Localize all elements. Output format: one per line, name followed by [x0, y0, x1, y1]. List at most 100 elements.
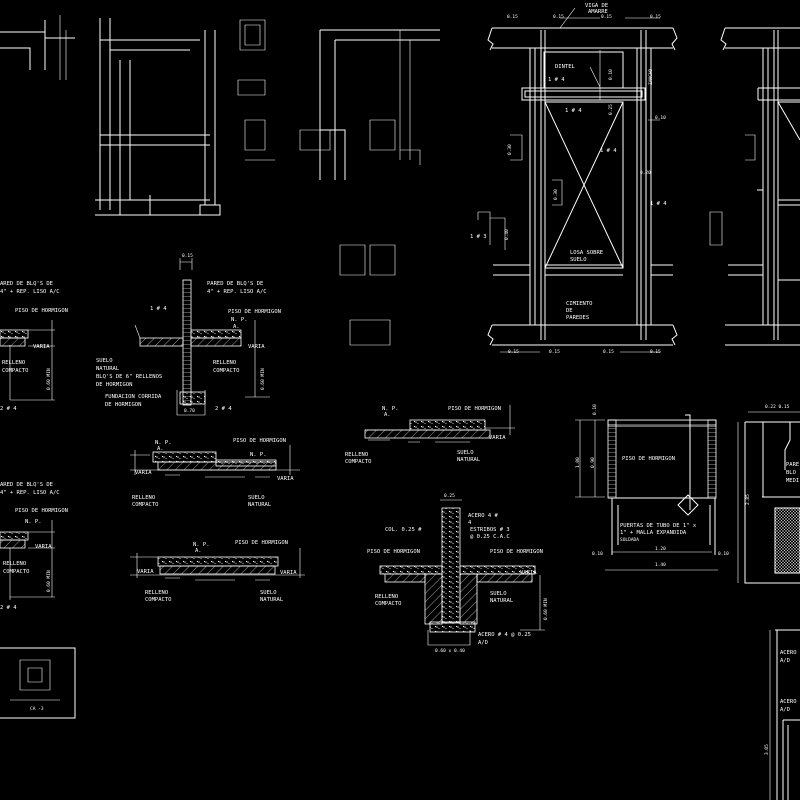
dim-depth: 0.60 MIN [543, 598, 549, 620]
label-bar-3: 1 # 4 [600, 148, 617, 154]
label-np: N. P. [193, 542, 210, 548]
label-compacto: COMPACTO [345, 459, 372, 465]
label-cimiento-3: PAREDES [566, 315, 589, 321]
label-natural: NATURAL [248, 502, 272, 508]
label-acero-2-ad: A/D [780, 707, 790, 713]
label-viga-de: VIGA DE [585, 3, 608, 9]
column-detail-labels: 0.25 ACERO 4 # 4 COL. 0.25 # ESTRIBOS # … [367, 493, 549, 654]
column-detail [379, 499, 545, 646]
label-acero-base: ACERO # 4 @ 0.25 [478, 632, 531, 638]
dim: 0.15 [650, 14, 661, 20]
label-bar-2: 1 # 4 [565, 108, 582, 114]
dim-outer: 1.40 [655, 562, 666, 568]
dim-height: 3.05 [764, 744, 770, 755]
label-varia-right: VARIA [277, 476, 294, 482]
dim-top: 0.10 [592, 404, 598, 415]
label-bars: 2 # 4 [0, 605, 17, 611]
label-np-a: A. [233, 324, 240, 330]
label-puertas-2: 1" + MALLA EXPANDIDA [620, 530, 687, 536]
label-amarre: AMARRE [588, 9, 608, 15]
label-varia: VARIA [248, 344, 265, 350]
label-acero-1: ACERO [780, 650, 797, 656]
label-blqs: BLQ'S DE 6" RELLENOS [96, 374, 162, 380]
label-bars: 2 # 4 [0, 406, 17, 412]
floor-step-a-labels: N. P. A. PISO DE HORMIGON N. P. VARIA VA… [132, 438, 294, 508]
label-cimiento-1: CIMIENTO [566, 301, 593, 307]
dim-inner: 1.20 [655, 546, 666, 552]
dim-width: 0.25 [444, 493, 455, 499]
dim: 0.15 [507, 14, 518, 20]
label-pared-2: BLO [786, 470, 796, 476]
wall-section-lower-left-labels: ARED DE BLQ'S DE 4" + REP. LISO A/C PISO… [0, 482, 68, 712]
label-acero-2: ACERO [780, 699, 797, 705]
wall-section-lower-left [0, 520, 55, 600]
dim-height: 2.85 [745, 494, 751, 505]
enclosure-plan-labels: PISO DE HORMIGON PUERTAS DE TUBO DE 1" x… [575, 404, 729, 568]
enclosure-elevation-labels: 0.22 0.15 PARE BLO MEDI 2.85 [745, 404, 799, 505]
label-np-2: N. P. [250, 452, 267, 458]
dim: 0.10 [608, 69, 614, 80]
label-compacto: COMPACTO [132, 502, 159, 508]
label-np: N. P. [231, 317, 248, 323]
dim: 0.40 [504, 229, 510, 240]
dim-footing: 0.70 [184, 408, 195, 414]
dim-top: 0.22 0.15 [765, 404, 790, 410]
label-puertas: PUERTAS DE TUBO DE 1" x [620, 523, 697, 529]
label-bar: 1 # 4 [150, 306, 167, 312]
top-left-details [0, 15, 440, 346]
dim-inner-height: 0.90 [590, 457, 596, 468]
label-suelo: SUELO [457, 450, 474, 456]
label-bar-4: 1 # 4 [650, 201, 667, 207]
label-relleno: RELLENO [3, 561, 26, 567]
label-relleno: RELLENO [213, 360, 236, 366]
label-compacto: COMPACTO [145, 597, 172, 603]
label-acero-1-ad: A/D [780, 658, 790, 664]
label-piso: PISO DE HORMIGON [448, 406, 501, 412]
label-compacto: COMPACTO [3, 569, 30, 575]
dim: 0.15 [603, 349, 614, 355]
label-pared-2: 4" + REP. LISO A/C [0, 289, 60, 295]
dim-width: 0.15 [182, 253, 193, 259]
label-cimiento-2: DE [566, 308, 573, 314]
label-compacto: COMPACTO [375, 601, 402, 607]
label-suelo: SUELO [490, 591, 507, 597]
label-pared: ARED DE BLQ'S DE [0, 281, 53, 287]
dim-depth: 0.60 MIN [46, 368, 52, 390]
label-relleno: RELLENO [375, 594, 398, 600]
label-pared: PARE [786, 462, 799, 468]
label-dintel: DINTEL [555, 64, 576, 70]
label-fundacion: FUNDACION CORRIDA [105, 394, 162, 400]
label-varia-right: VARIA [280, 570, 297, 576]
gate-elevation-labels: ACERO A/D ACERO A/D 3.05 [764, 650, 797, 755]
label-varia: VARIA [520, 570, 537, 576]
label-pared: PARED DE BLQ'S DE [207, 281, 263, 287]
label-piso: PISO DE HORMIGON [622, 456, 675, 462]
wall-section-left-labels: ARED DE BLQ'S DE 4" + REP. LISO A/C PISO… [0, 281, 68, 412]
label-bars: 2 # 4 [215, 406, 232, 412]
label-piso: PISO DE HORMIGON [235, 540, 288, 546]
label-compacto: COMPACTO [213, 368, 240, 374]
label-relleno: RELLENO [345, 452, 368, 458]
label-relleno: RELLENO [145, 590, 168, 596]
floor-step-c [364, 405, 515, 443]
door-elevation-2 [709, 27, 800, 346]
label-varia: VARIA [33, 344, 50, 350]
floor-step-b-labels: N. P. A. PISO DE HORMIGON VARIA VARIA RE… [137, 540, 297, 603]
label-natural: NATURAL [96, 366, 120, 372]
dim-depth: 0.60 MIN [260, 368, 266, 390]
dim-side-right: 0.10 [718, 551, 729, 557]
dim: 0.15 [601, 14, 612, 20]
label-pared-3: MEDI [786, 478, 799, 484]
floor-step-c-labels: N. P. A. PISO DE HORMIGON VARIA RELLENO … [345, 406, 506, 465]
label-col: COL. 0.25 # [385, 527, 422, 533]
label-natural: NATURAL [457, 457, 481, 463]
label-relleno: RELLENO [2, 360, 25, 366]
enclosure-elevation [737, 411, 800, 584]
dim-side-left: 0.10 [592, 551, 603, 557]
dim: 0.10 [655, 115, 666, 121]
label-suelo: SUELO [248, 495, 265, 501]
dim-depth: 0.60 MIN [46, 570, 52, 592]
label-np: N. P. [25, 519, 42, 525]
door-elevation-labels: VIGA DE AMARRE DINTEL 1 # 4 1 # 4 1 # 4 … [470, 3, 667, 355]
label-pared-2: 4" + REP. LISO A/C [0, 490, 60, 496]
